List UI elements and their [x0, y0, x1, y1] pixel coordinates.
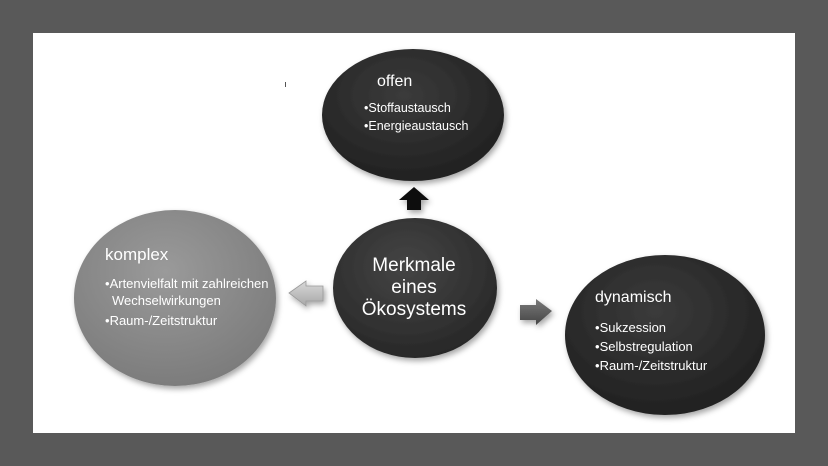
arrow-right-icon — [520, 299, 552, 325]
center-line: Merkmale — [372, 255, 456, 276]
node-dynamisch-list: Sukzession Selbstregulation Raum-/Zeitst… — [595, 319, 770, 374]
list-item: Artenvielfalt mit zahlreichen Wechselwir… — [105, 275, 280, 309]
arrow-left-icon — [288, 280, 324, 307]
node-komplex-title: komplex — [105, 245, 169, 264]
center-line: eines — [391, 277, 437, 298]
list-item: Raum-/Zeitstruktur — [595, 357, 770, 374]
node-dynamisch-title: dynamisch — [595, 289, 672, 306]
list-item: Sukzession — [595, 319, 770, 336]
node-komplex: komplex Artenvielfalt mit zahlreichen We… — [105, 245, 280, 329]
node-offen: offen Stoffaustausch Energieaustausch — [323, 73, 503, 135]
node-center-shape — [333, 218, 497, 358]
node-dynamisch: dynamisch Sukzession Selbstregulation Ra… — [595, 289, 770, 374]
node-offen-title: offen — [377, 73, 413, 90]
list-item: Energieaustausch — [364, 118, 503, 135]
node-komplex-list: Artenvielfalt mit zahlreichen Wechselwir… — [105, 275, 280, 329]
cursor-mark — [285, 82, 286, 87]
list-item: Selbstregulation — [595, 338, 770, 355]
list-item: Stoffaustausch — [364, 100, 503, 117]
center-line: Ökosystems — [361, 299, 467, 320]
list-item: Raum-/Zeitstruktur — [105, 312, 280, 329]
arrow-up-icon — [399, 187, 429, 210]
node-center: Merkmale eines Ökosystems — [339, 255, 489, 321]
diagram-slide: offen Stoffaustausch Energieaustausch Me… — [33, 33, 795, 433]
node-offen-list: Stoffaustausch Energieaustausch — [364, 100, 503, 135]
